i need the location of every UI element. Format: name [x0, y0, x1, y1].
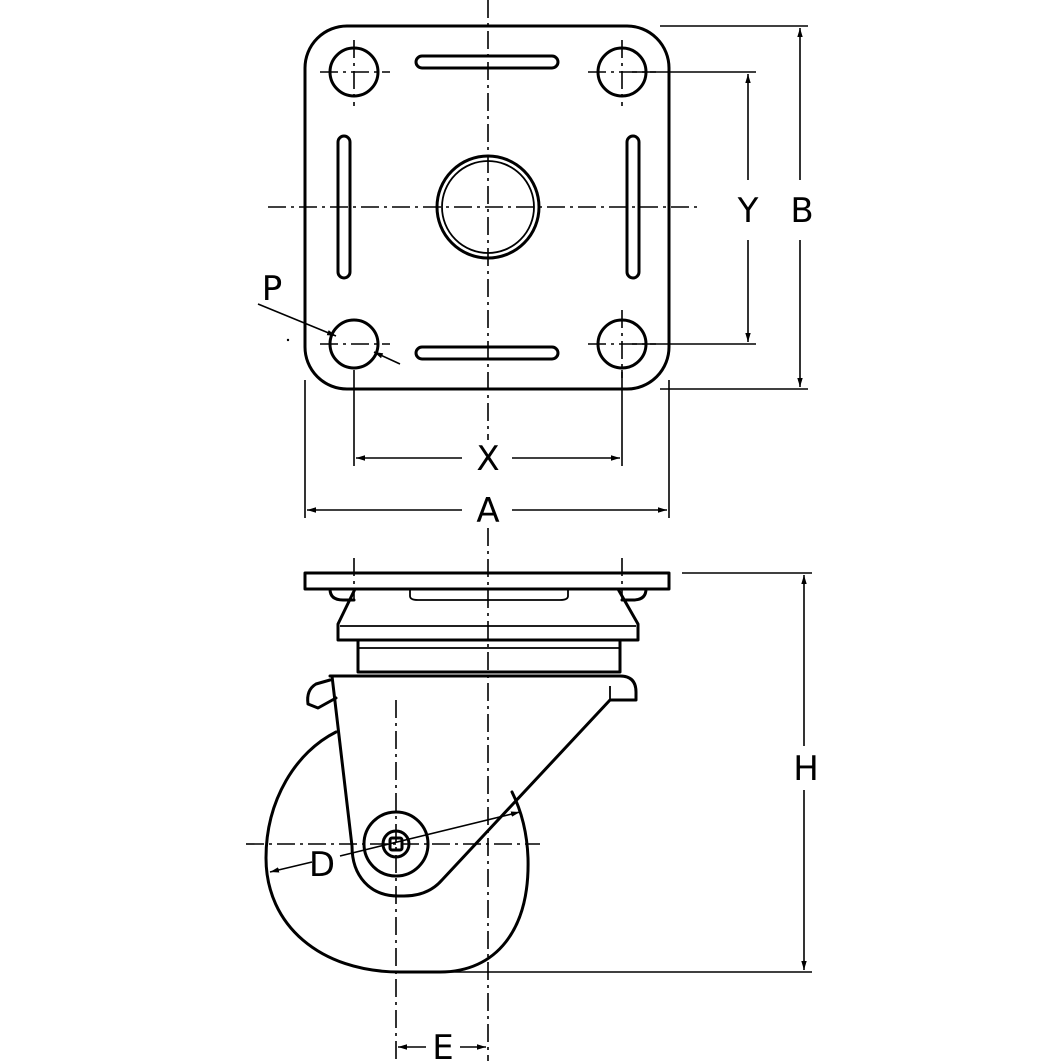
- dimension-e-label: E: [432, 1028, 453, 1061]
- dimension-y-label: Y: [737, 191, 759, 231]
- side-plate: [303, 571, 671, 591]
- dimension-d-label: D: [309, 845, 335, 885]
- dimension-p-label: P: [262, 269, 283, 309]
- dimension-h-label: H: [793, 749, 819, 789]
- slot-top: [414, 54, 560, 70]
- fork-yoke: [328, 674, 638, 898]
- top-view: Y B X A P: [257, 0, 814, 531]
- brake-lever: [306, 678, 338, 710]
- dimension-a-label: A: [476, 491, 499, 531]
- dimension-x-label: X: [476, 439, 499, 479]
- dimension-p-leader: [257, 303, 337, 337]
- swivel-housing: [336, 587, 640, 642]
- side-view: D H E: [246, 528, 819, 1061]
- swivel-ring: [356, 638, 622, 674]
- dimension-d-line: [269, 861, 313, 873]
- slot-bottom: [414, 345, 560, 361]
- wheel-outline: [264, 730, 530, 974]
- dimension-b-label: B: [790, 191, 813, 231]
